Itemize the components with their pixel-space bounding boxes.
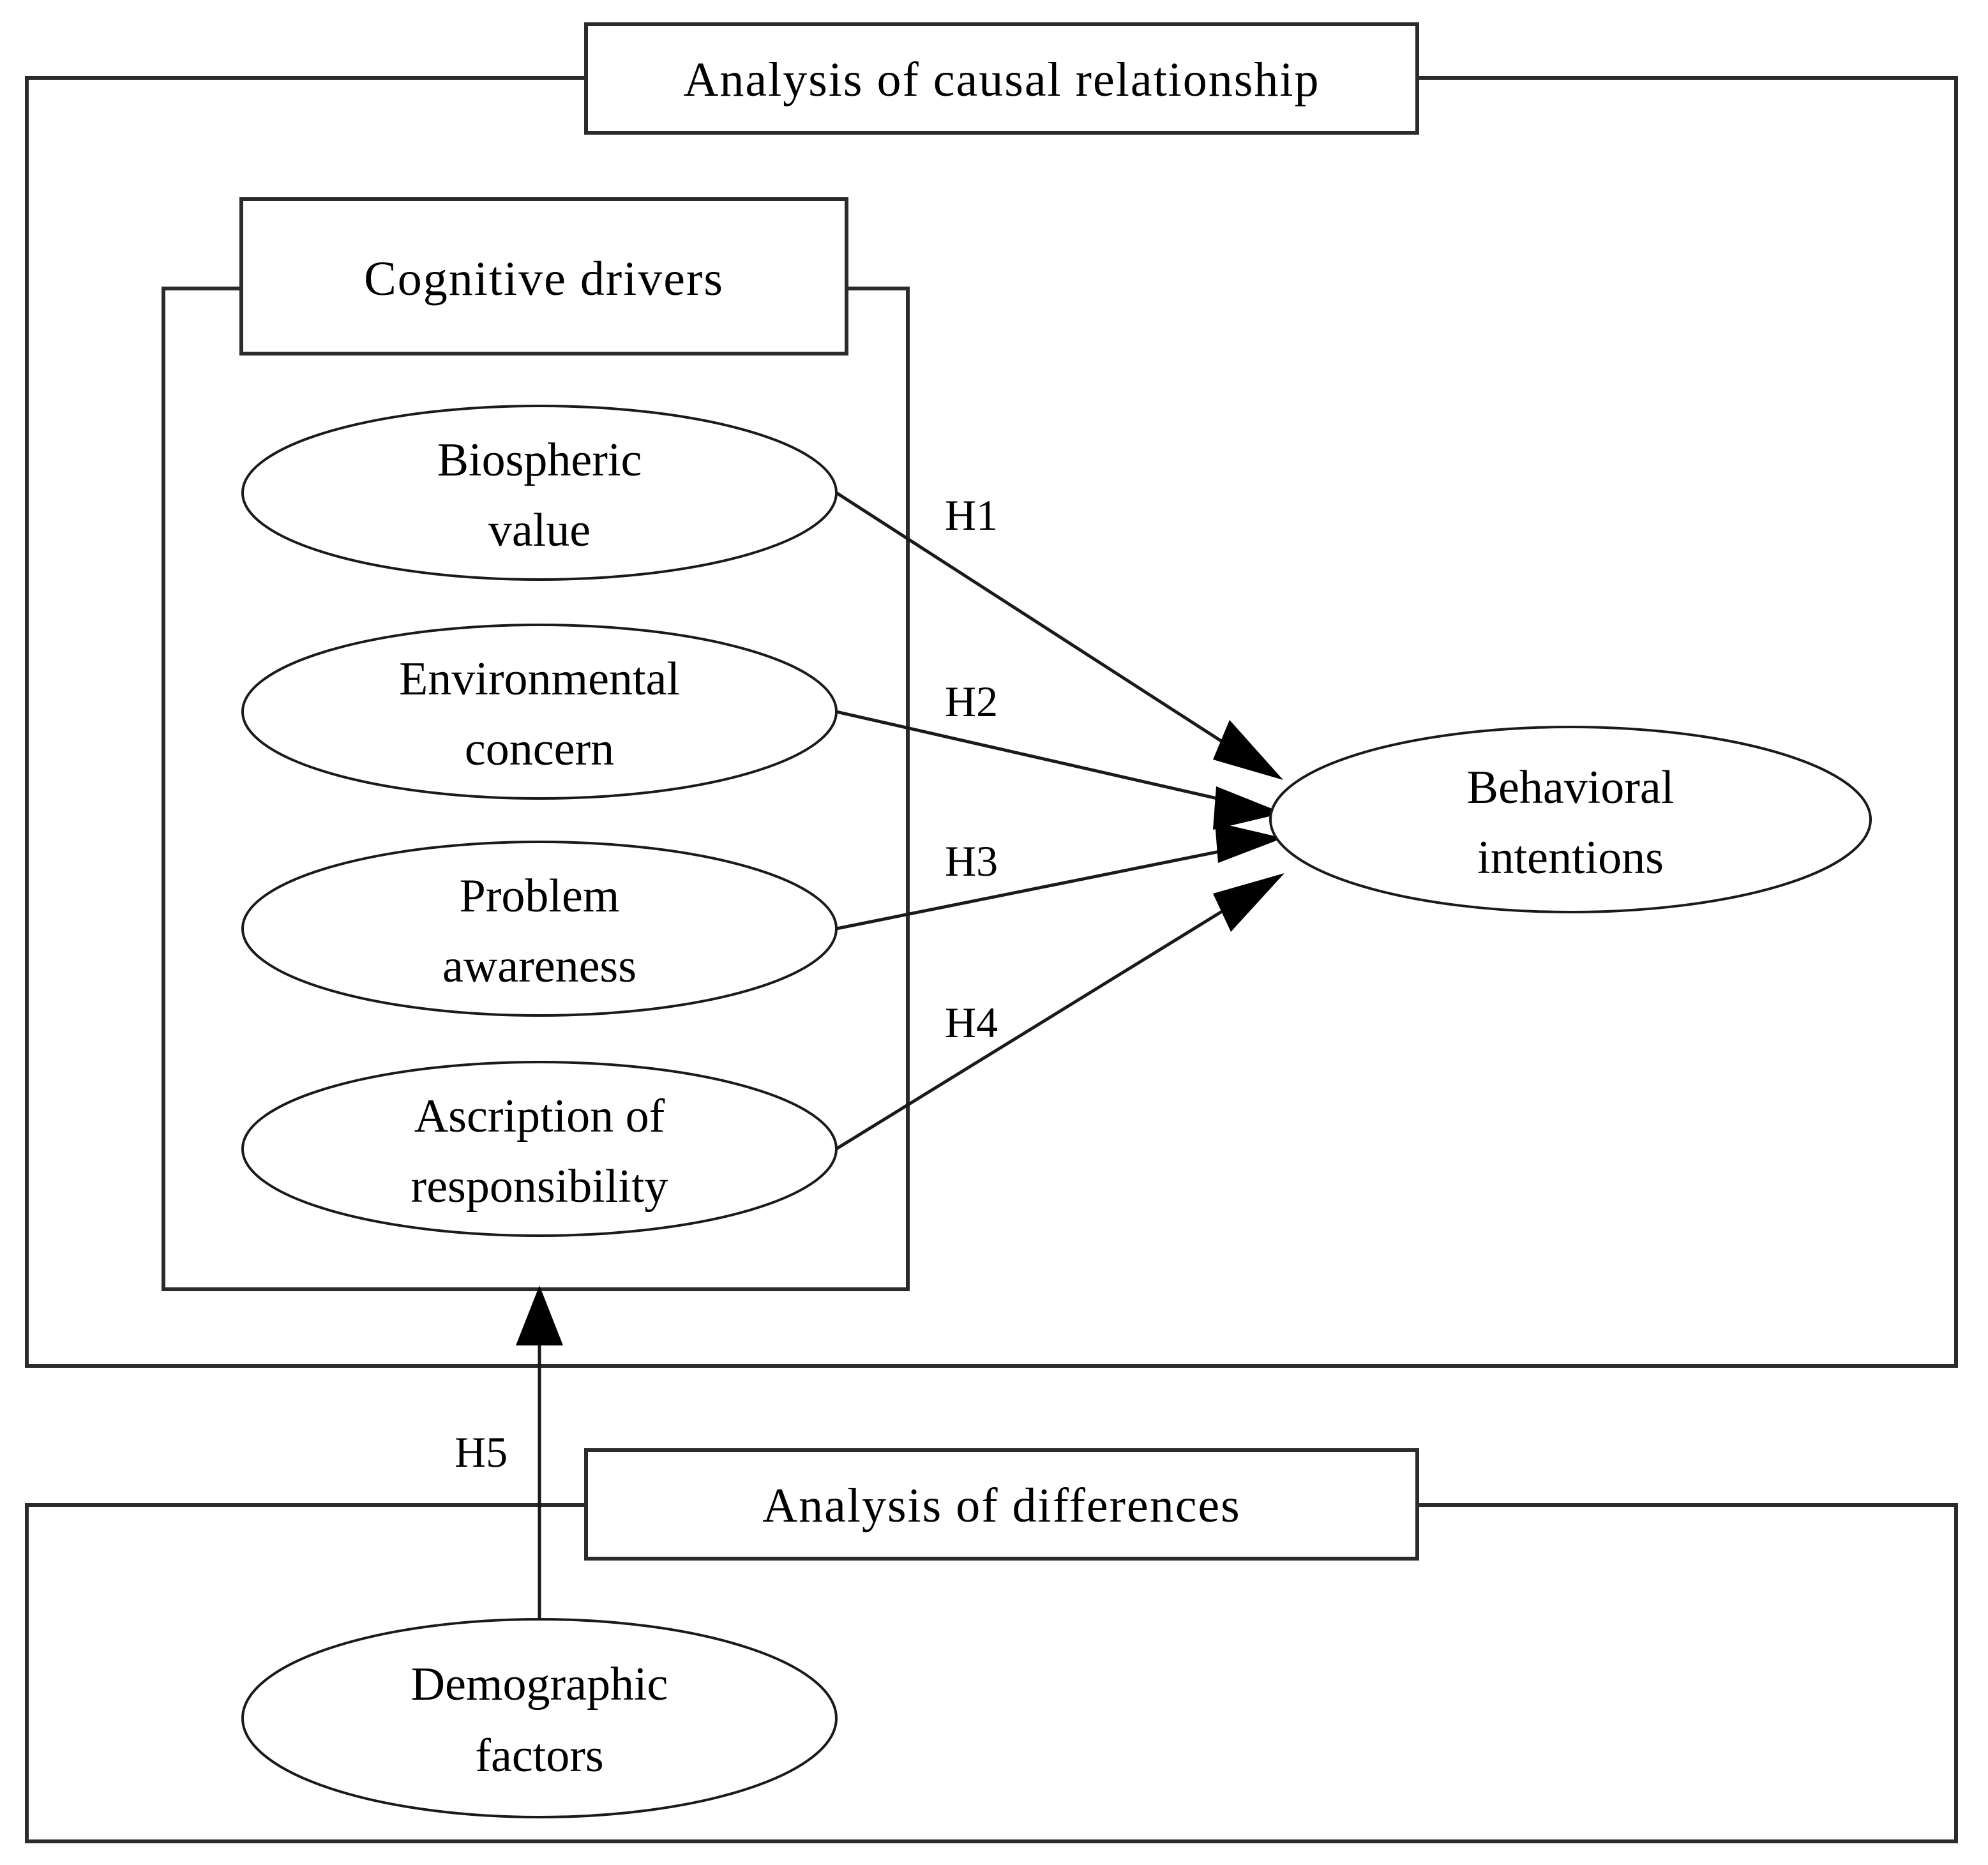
node-biospheric-value-line1: Biospheric (437, 434, 642, 486)
hypothesis-label-h1: H1 (945, 491, 998, 539)
hypothesis-label-h5: H5 (455, 1428, 508, 1476)
node-demographic-factors[interactable] (241, 1618, 838, 1818)
node-behavioral-intentions[interactable] (1269, 726, 1872, 913)
node-problem-awareness-line2: awareness (442, 940, 636, 992)
arrowhead-h3 (1215, 822, 1283, 863)
hypothesis-label-h4: H4 (945, 998, 998, 1047)
node-environmental-concern-line1: Environmental (399, 653, 680, 705)
node-problem-awareness-line1: Problem (460, 870, 620, 922)
node-environmental-concern-line2: concern (465, 723, 614, 775)
node-problem-awareness[interactable] (241, 841, 838, 1017)
node-ascription-of-responsibility[interactable] (241, 1061, 838, 1237)
node-behavioral-intentions-line1: Behavioral (1467, 761, 1675, 814)
title-box-cognitive-drivers (239, 197, 848, 356)
node-behavioral-intentions-line2: intentions (1477, 832, 1664, 884)
node-ascription-of-responsibility-line2: responsibility (411, 1160, 668, 1213)
link-h1 (835, 491, 1273, 775)
link-h3 (836, 839, 1271, 931)
arrowhead-h4 (1213, 873, 1284, 932)
arrowhead-h5 (516, 1285, 563, 1345)
link-h2 (836, 710, 1271, 813)
node-ascription-of-responsibility-line1: Ascription of (414, 1090, 665, 1142)
arrowhead-h1 (1213, 720, 1283, 780)
hypothesis-label-h3: H3 (945, 837, 998, 885)
node-demographic-factors-line2: factors (475, 1730, 603, 1782)
arrowhead-h2 (1213, 786, 1283, 830)
node-environmental-concern[interactable] (241, 624, 838, 800)
link-h4 (835, 879, 1273, 1151)
hypothesis-label-h2: H2 (945, 677, 998, 726)
title-causal-relationship: Analysis of causal relationship (683, 53, 1320, 107)
title-cognitive-drivers: Cognitive drivers (364, 252, 724, 306)
node-biospheric-value-line2: value (488, 504, 591, 557)
title-analysis-of-differences: Analysis of differences (762, 1479, 1240, 1532)
title-box-causal-relationship (584, 22, 1419, 135)
title-box-analysis-of-differences (584, 1448, 1419, 1561)
node-demographic-factors-line1: Demographic (411, 1658, 668, 1711)
node-biospheric-value[interactable] (241, 405, 838, 581)
